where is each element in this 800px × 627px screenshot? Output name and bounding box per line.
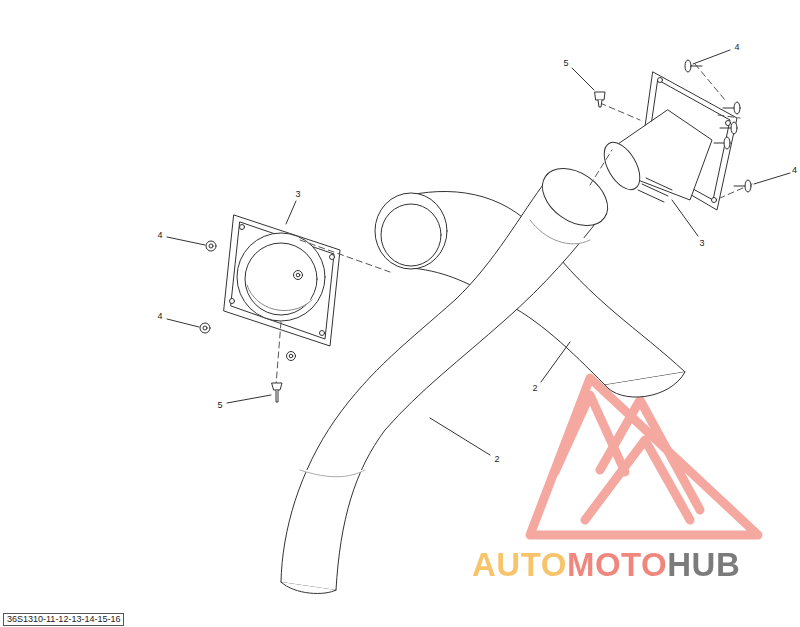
callout-number: 2 (494, 455, 499, 464)
watermark-logo (530, 378, 758, 535)
s-tube (281, 157, 618, 594)
callout-number: 4 (157, 312, 162, 321)
callout-number: 2 (532, 384, 537, 393)
callout-number: 3 (295, 190, 300, 199)
watermark: AUTOMOTOHUB (472, 547, 740, 583)
diagram-code: 36S1310-11-12-13-14-15-16 (3, 613, 124, 626)
callout-number: 4 (792, 166, 797, 175)
callout-number: 5 (217, 401, 222, 410)
callout-number: 4 (734, 43, 739, 52)
fasteners (200, 60, 751, 402)
callout-number: 4 (157, 231, 162, 240)
leader-lines (167, 50, 790, 455)
right-flange (597, 72, 737, 210)
callout-number: 5 (563, 59, 568, 68)
callout-number: 3 (699, 239, 704, 248)
left-flange (224, 215, 340, 346)
assembly-lines (276, 64, 752, 385)
